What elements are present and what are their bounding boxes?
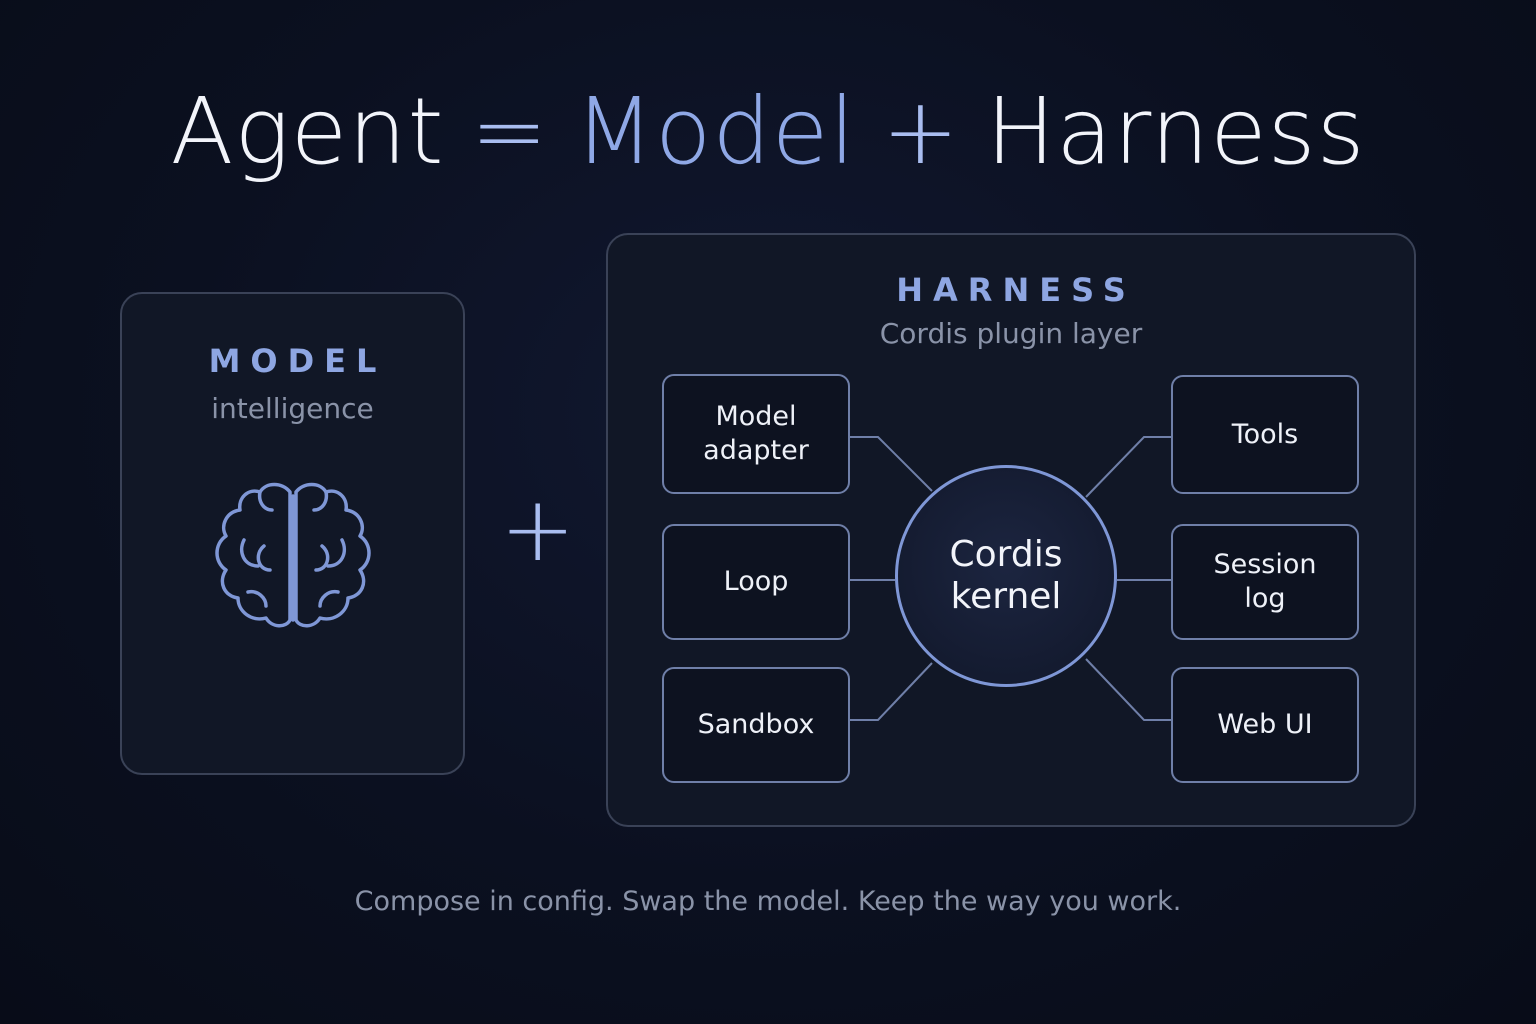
kernel-node: Cordis kernel <box>895 465 1117 687</box>
connector-sandbox <box>850 662 933 721</box>
model-card-label: MODEL <box>208 342 387 380</box>
node-model-adapter: Model adapter <box>662 374 850 494</box>
title-model: Model <box>574 78 856 185</box>
kernel-line1: Cordis <box>949 534 1063 575</box>
page-title: Agent=Model+Harness <box>0 78 1536 185</box>
title-plus: + <box>881 78 960 185</box>
title-equals: = <box>470 78 549 185</box>
node-web-ui-label: Web UI <box>1217 709 1313 740</box>
node-model-adapter-line2: adapter <box>703 435 809 466</box>
connector-lines <box>850 436 1172 721</box>
node-sandbox: Sandbox <box>662 667 850 783</box>
tagline: Compose in config. Swap the model. Keep … <box>354 886 1182 917</box>
node-loop: Loop <box>662 524 850 640</box>
title-harness: Harness <box>986 78 1366 185</box>
node-web-ui: Web UI <box>1171 667 1359 783</box>
node-loop-label: Loop <box>723 566 789 597</box>
node-sandbox-label: Sandbox <box>697 709 815 740</box>
harness-card: HARNESS Cordis plugin layer Model adapte… <box>606 233 1416 827</box>
node-session-log-line2: log <box>1244 583 1286 614</box>
node-tools-label: Tools <box>1231 418 1299 450</box>
harness-card-label: HARNESS <box>896 271 1136 309</box>
connector-tools <box>1085 436 1172 498</box>
node-session-log-line1: Session <box>1213 549 1317 580</box>
node-model-adapter-line1: Model <box>715 401 797 432</box>
connector-web-ui <box>1085 658 1172 721</box>
model-card-subtitle: intelligence <box>211 392 374 425</box>
connector-model-adapter <box>850 436 933 492</box>
brain-icon <box>215 482 371 628</box>
node-session-log: Session log <box>1171 524 1359 640</box>
model-card: MODEL intelligence <box>120 292 465 775</box>
node-tools: Tools <box>1171 375 1359 494</box>
harness-card-subtitle: Cordis plugin layer <box>879 317 1143 350</box>
kernel-line2: kernel <box>950 576 1062 617</box>
plus-symbol: + <box>500 477 576 582</box>
title-agent: Agent <box>170 78 445 185</box>
